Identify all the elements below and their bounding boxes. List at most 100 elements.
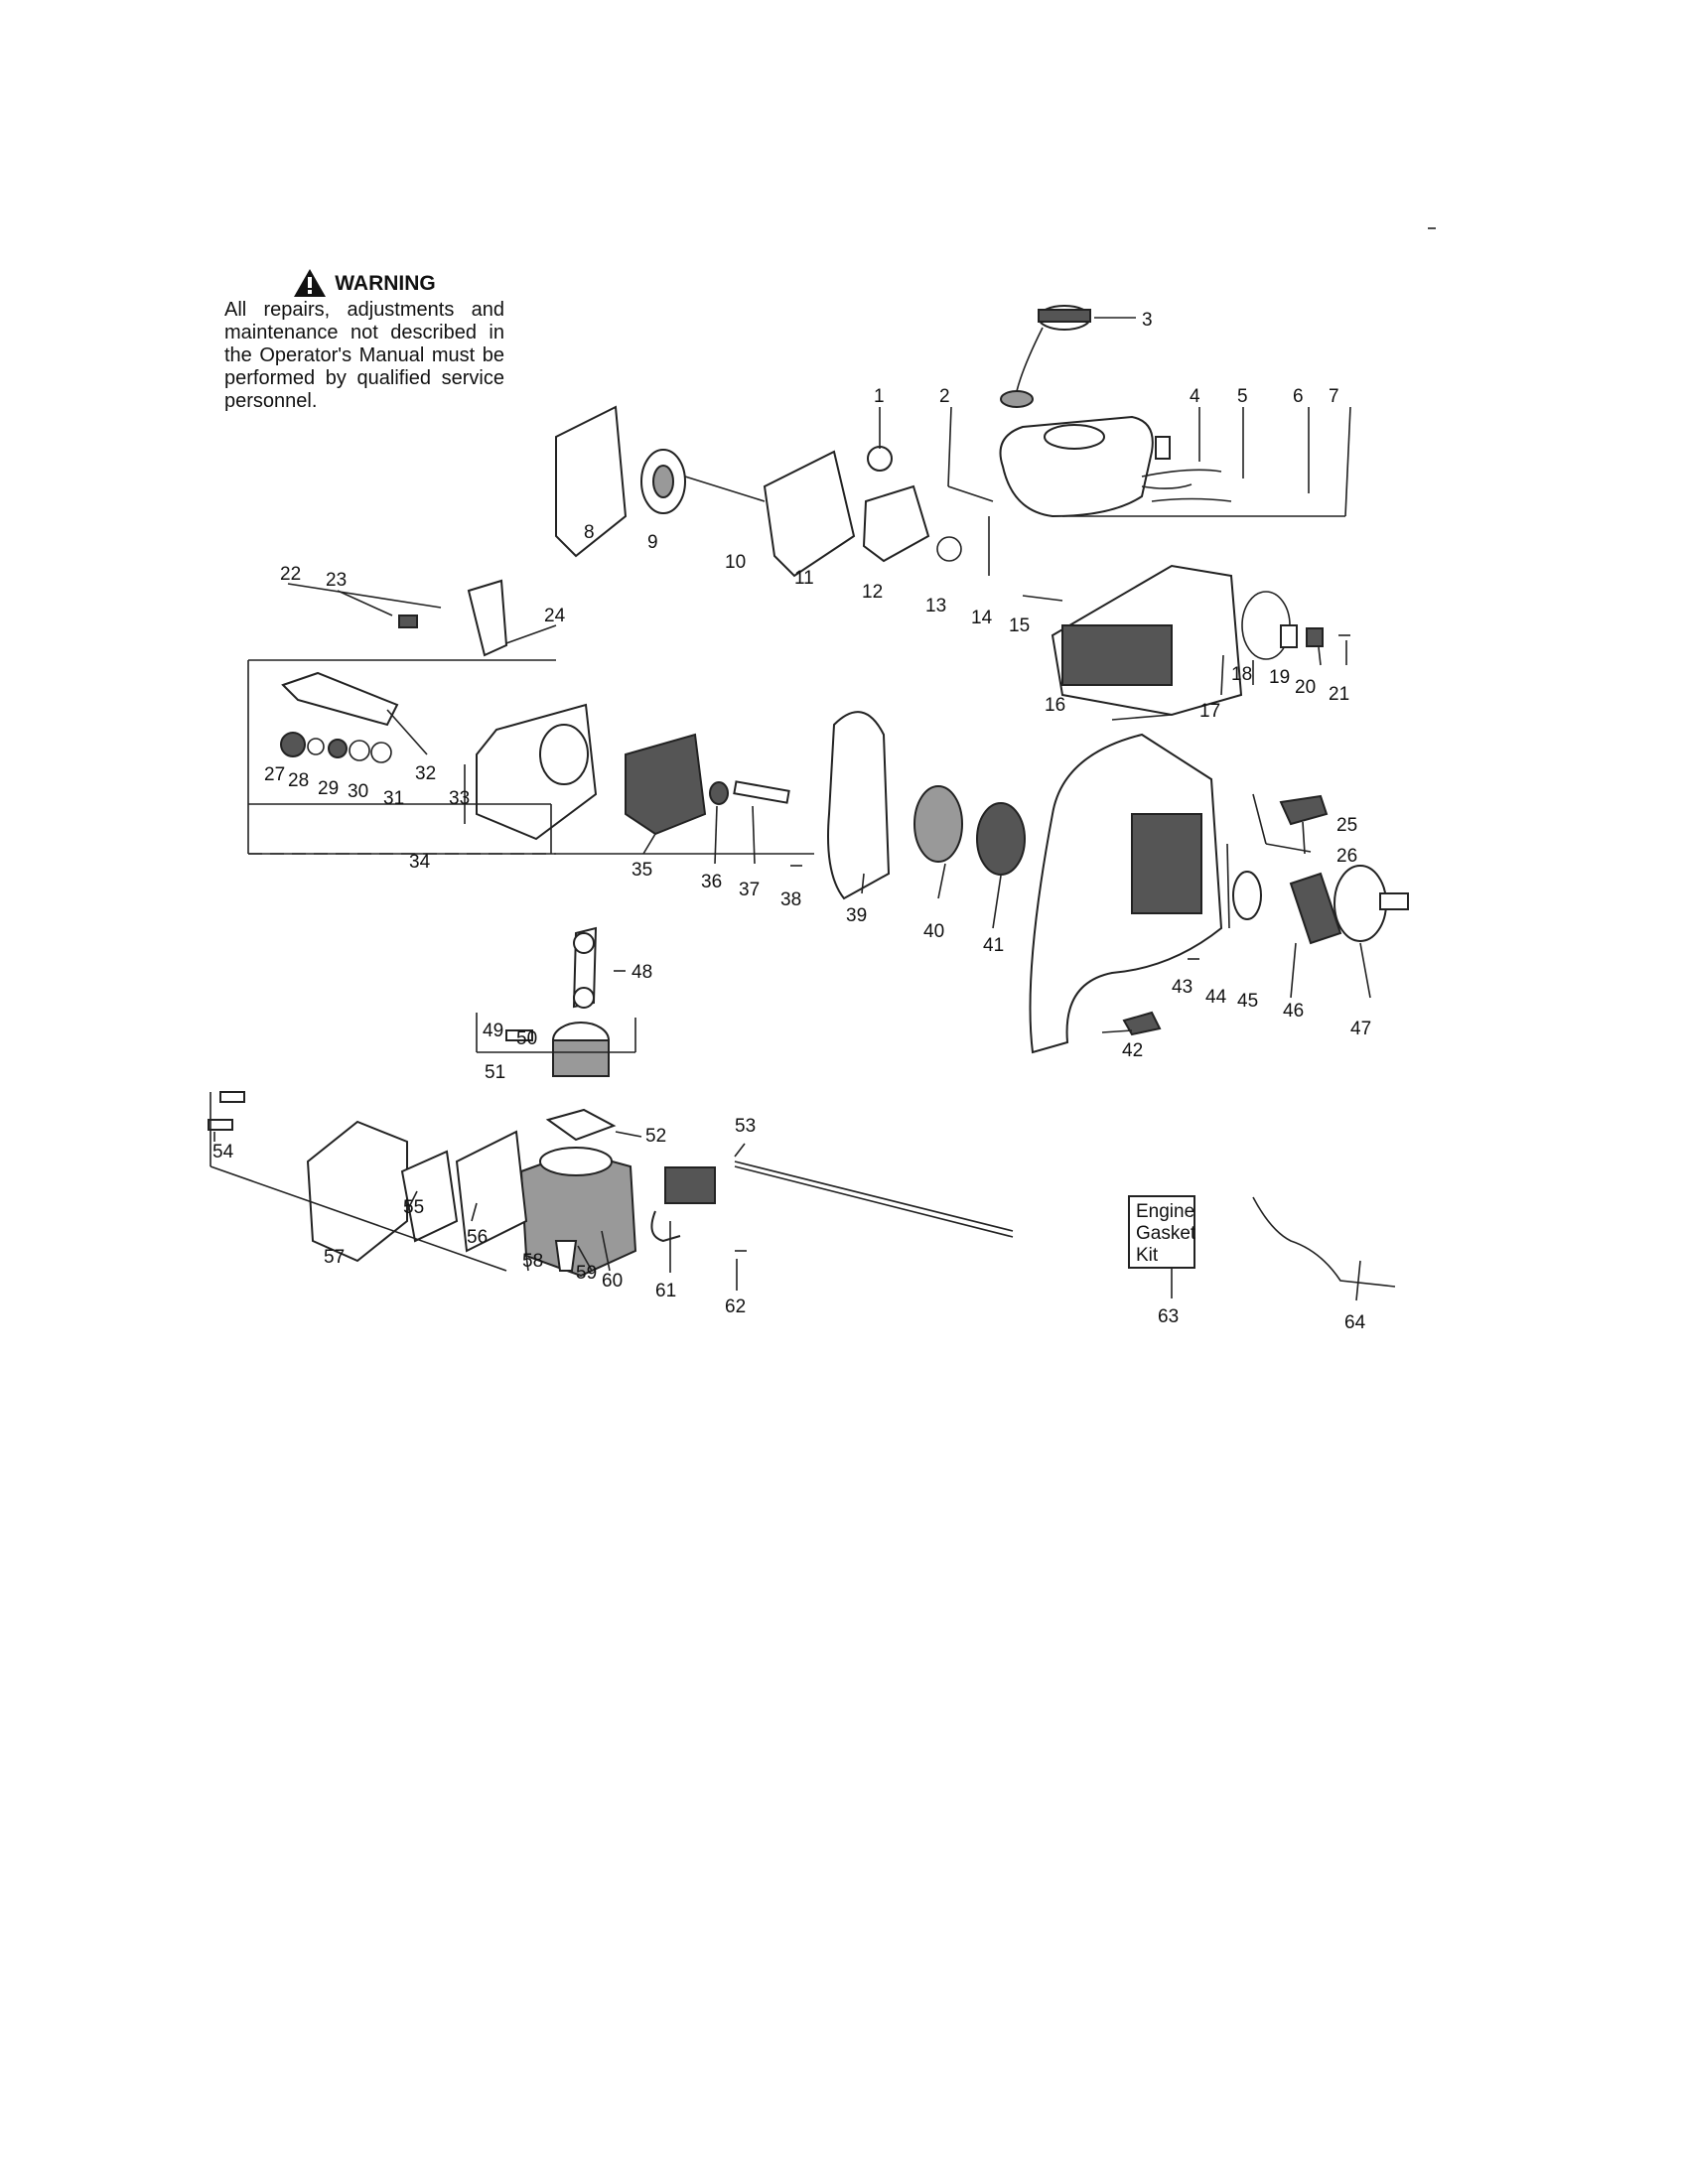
fuel-return-line-part bbox=[1151, 497, 1232, 502]
part-label-48: 48 bbox=[632, 962, 652, 983]
air-filter-cover-part bbox=[555, 405, 628, 558]
fuel-cap-part bbox=[1000, 305, 1091, 408]
part-label-5: 5 bbox=[1237, 386, 1248, 407]
part-label-7: 7 bbox=[1329, 386, 1339, 407]
shaft-part bbox=[733, 780, 790, 804]
part-label-13: 13 bbox=[925, 596, 946, 616]
part-label-25: 25 bbox=[1336, 815, 1357, 836]
starter-handle-part bbox=[1279, 794, 1329, 826]
clutch-drum-part bbox=[1333, 865, 1387, 942]
part-label-22: 22 bbox=[280, 564, 301, 585]
part-label-50: 50 bbox=[516, 1028, 537, 1049]
part-label-32: 32 bbox=[415, 763, 436, 784]
throttle-cable-part bbox=[734, 1160, 1014, 1232]
washer-part bbox=[709, 781, 729, 805]
part-label-35: 35 bbox=[632, 860, 652, 881]
flywheel-part bbox=[625, 733, 707, 836]
switch-bracket-part bbox=[1306, 627, 1324, 647]
part-label-47: 47 bbox=[1350, 1019, 1371, 1039]
muffler-bolt-part bbox=[219, 1091, 245, 1103]
carburetor-part bbox=[862, 484, 930, 563]
part-label-40: 40 bbox=[923, 921, 944, 942]
part-label-51: 51 bbox=[485, 1062, 505, 1083]
spark-plug-part bbox=[554, 1240, 578, 1272]
warning-header: WARNING bbox=[224, 268, 504, 298]
part-label-42: 42 bbox=[1122, 1040, 1143, 1061]
part-label-58: 58 bbox=[522, 1251, 543, 1272]
part-label-11: 11 bbox=[794, 568, 814, 589]
part-label-23: 23 bbox=[326, 570, 347, 591]
part-label-55: 55 bbox=[403, 1197, 424, 1218]
part-label-41: 41 bbox=[983, 935, 1004, 956]
part-label-6: 6 bbox=[1293, 386, 1304, 407]
cylinder-gasket-part bbox=[545, 1108, 617, 1142]
part-label-61: 61 bbox=[655, 1281, 676, 1301]
bearing-part bbox=[280, 732, 306, 757]
part-label-34: 34 bbox=[409, 852, 431, 873]
cover-plate-part bbox=[827, 711, 891, 900]
part-illustrations bbox=[208, 227, 1436, 1288]
part-label-12: 12 bbox=[862, 582, 883, 603]
part-label-19: 19 bbox=[1269, 667, 1290, 688]
part-label-63: 63 bbox=[1158, 1306, 1179, 1327]
part-label-14: 14 bbox=[971, 608, 993, 628]
switch-part bbox=[1280, 624, 1298, 648]
air-filter-base-part bbox=[763, 450, 856, 578]
part-label-64: 64 bbox=[1344, 1312, 1366, 1333]
rewind-spring-part bbox=[976, 802, 1026, 876]
plate-washer-part bbox=[1232, 871, 1262, 920]
primer-bulb-part bbox=[867, 446, 893, 472]
part-label-10: 10 bbox=[725, 552, 746, 573]
part-label-27: 27 bbox=[264, 764, 285, 785]
part-label-36: 36 bbox=[701, 872, 722, 892]
part-label-26: 26 bbox=[1336, 846, 1357, 867]
fuel-tank-part bbox=[999, 415, 1193, 518]
part-label-33: 33 bbox=[449, 788, 470, 809]
clutch-part bbox=[1289, 872, 1342, 945]
fuel-line-part bbox=[1141, 469, 1222, 478]
crankshaft-part bbox=[281, 671, 399, 727]
part-label-16: 16 bbox=[1045, 695, 1065, 716]
muffler-part bbox=[306, 1120, 408, 1263]
part-label-21: 21 bbox=[1329, 684, 1349, 705]
part-label-24: 24 bbox=[544, 606, 566, 626]
kit-line-2: Gasket bbox=[1136, 1223, 1196, 1244]
part-label-8: 8 bbox=[584, 522, 595, 543]
warning-title: WARNING bbox=[335, 271, 436, 295]
part-label-60: 60 bbox=[602, 1271, 623, 1292]
warning-notice: WARNING All repairs, adjustments and mai… bbox=[224, 268, 504, 413]
part-label-52: 52 bbox=[645, 1126, 666, 1147]
part-label-62: 62 bbox=[725, 1297, 746, 1317]
part-label-4: 4 bbox=[1190, 386, 1200, 407]
fuel-filter-part bbox=[1155, 436, 1171, 460]
part-label-39: 39 bbox=[846, 905, 867, 926]
part-label-29: 29 bbox=[318, 778, 339, 799]
kit-line-3: Kit bbox=[1136, 1245, 1159, 1266]
part-label-54: 54 bbox=[212, 1142, 234, 1162]
throttle-bracket-part bbox=[467, 579, 508, 657]
leader-lines bbox=[210, 317, 1371, 1301]
part-label-2: 2 bbox=[939, 386, 950, 407]
clip-part bbox=[398, 614, 418, 628]
part-label-18: 18 bbox=[1231, 664, 1252, 685]
kit-line-1: Engine bbox=[1136, 1201, 1195, 1222]
part-number-labels: 1 2 3 4 5 6 7 8 9 10 11 12 13 14 15 16 1… bbox=[212, 310, 1371, 1333]
part-label-1: 1 bbox=[874, 386, 885, 407]
part-label-46: 46 bbox=[1283, 1001, 1304, 1022]
part-label-17: 17 bbox=[1199, 701, 1220, 722]
part-label-44: 44 bbox=[1205, 987, 1227, 1008]
part-label-45: 45 bbox=[1237, 991, 1258, 1012]
part-label-37: 37 bbox=[739, 880, 760, 900]
engine-gasket-kit-box: Engine Gasket Kit bbox=[1128, 1195, 1195, 1269]
part-label-31: 31 bbox=[383, 788, 404, 809]
part-label-53: 53 bbox=[735, 1116, 756, 1137]
warning-triangle-icon bbox=[294, 269, 327, 297]
bracket-42 bbox=[1122, 1011, 1162, 1036]
part-label-49: 49 bbox=[483, 1021, 503, 1041]
part-label-28: 28 bbox=[288, 770, 309, 791]
part-label-57: 57 bbox=[324, 1247, 345, 1268]
ignition-module-part bbox=[664, 1166, 716, 1204]
part-label-20: 20 bbox=[1295, 677, 1316, 698]
part-label-38: 38 bbox=[780, 889, 801, 910]
